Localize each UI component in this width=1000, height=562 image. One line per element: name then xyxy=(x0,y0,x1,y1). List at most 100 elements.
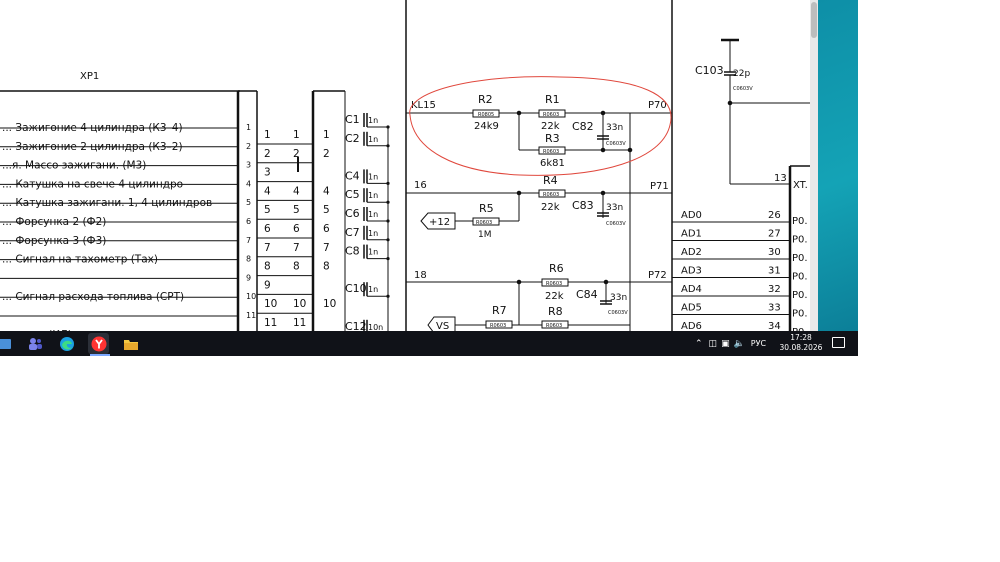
pin-label: ... Сигнал на тахометр (Тах) xyxy=(2,254,158,266)
pin-number: 7 xyxy=(246,236,251,245)
pin-number: 11 xyxy=(246,311,256,320)
filter-pin-number: 5 xyxy=(323,204,330,216)
filter-cap-value: 1n xyxy=(368,285,378,294)
c84-package: C0603V xyxy=(608,310,628,316)
yandex-browser-icon[interactable] xyxy=(88,333,109,354)
pin-number-right: 2 xyxy=(264,148,271,160)
net-vs: VS xyxy=(436,321,449,331)
address-signal-label: AD5 xyxy=(681,303,702,314)
active-app-indicator xyxy=(90,354,110,356)
pin-number: 2 xyxy=(246,142,251,151)
c82-label: C82 xyxy=(572,120,594,133)
r2-label: R2 xyxy=(478,93,493,106)
notifications-icon[interactable] xyxy=(832,337,845,348)
pin-number-right: 1 xyxy=(264,129,271,141)
filter-pin-number: 10 xyxy=(323,298,336,310)
mid-pin-number: 11 xyxy=(293,317,306,329)
system-tray: ⌃ ◫ ▣ 🔈 РУС xyxy=(695,331,766,356)
c83-package: C0603V xyxy=(606,221,626,227)
clock[interactable]: 17:28 30.08.2026 xyxy=(777,333,825,353)
xt-label: XT. xyxy=(793,180,808,191)
taskbar: ⌃ ◫ ▣ 🔈 РУС 17:28 30.08.2026 xyxy=(0,331,858,356)
annotation-ellipse xyxy=(409,76,672,176)
language-indicator[interactable]: РУС xyxy=(750,339,767,348)
address-signal-label: AD6 xyxy=(681,321,702,331)
network-icon[interactable]: ▣ xyxy=(721,338,730,349)
filter-cap-value: 1n xyxy=(368,191,378,200)
pin-number-right: 7 xyxy=(264,242,271,254)
pin-number-right: 8 xyxy=(264,261,271,273)
address-pin-number: 32 xyxy=(768,284,781,295)
pin-number: 5 xyxy=(246,198,251,207)
address-signal-label: AD2 xyxy=(681,247,702,258)
address-pin-number: 34 xyxy=(768,321,781,331)
r4-value: 22k xyxy=(541,202,560,213)
teams-icon[interactable] xyxy=(24,333,45,354)
address-pin-number: 27 xyxy=(768,229,781,240)
filter-pin-number: 4 xyxy=(323,185,330,197)
r3-package: R0603 xyxy=(543,149,559,155)
address-port-label: P0. xyxy=(792,327,808,331)
address-port-label: P0. xyxy=(792,235,808,246)
filter-cap-value: 10n xyxy=(368,323,383,331)
mid-pin-number: 2 xyxy=(293,148,300,160)
scrollbar-thumb[interactable] xyxy=(811,2,817,38)
pin-label: ... Зажигоние 2 цилиндра (К3–2) xyxy=(2,141,183,153)
net-kl15: KL15 xyxy=(411,100,436,111)
pin-number-right: 9 xyxy=(264,279,271,291)
filter-cap-label: C7 xyxy=(345,226,360,239)
xt-pin-13: 13 xyxy=(774,173,787,184)
filter-cap-value: 1n xyxy=(368,116,378,125)
volume-icon[interactable]: 🔈 xyxy=(733,338,745,349)
c83-label: C83 xyxy=(572,199,594,212)
port-p72: P72 xyxy=(648,270,667,281)
c82-value: 33n xyxy=(606,123,623,133)
kl15-divider xyxy=(406,109,672,331)
vertical-scrollbar[interactable] xyxy=(810,0,818,331)
r2-value: 24k9 xyxy=(474,121,499,132)
pin-number: 6 xyxy=(246,217,251,226)
r5-label: R5 xyxy=(479,202,494,215)
filter-cap-label: C6 xyxy=(345,207,360,220)
filter-cap-label: C2 xyxy=(345,132,360,145)
connector-xp1 xyxy=(0,90,258,331)
filter-cap-label: C8 xyxy=(345,245,360,258)
net16-divider xyxy=(406,189,672,230)
r7-label: R7 xyxy=(492,304,507,317)
edge-browser-icon[interactable] xyxy=(56,333,77,354)
pin-label: ... Форсунка 2 (Ф2) xyxy=(2,216,106,228)
clock-date: 30.08.2026 xyxy=(779,343,823,352)
address-signal-label: AD4 xyxy=(681,284,702,295)
mid-pin-number: 6 xyxy=(293,223,300,235)
tablet-icon[interactable]: ◫ xyxy=(708,338,718,349)
mid-pin-number: 10 xyxy=(293,298,306,310)
net-16: 16 xyxy=(414,180,427,191)
address-port-label: P0. xyxy=(792,290,808,301)
net-18: 18 xyxy=(414,270,427,281)
r6-value: 22k xyxy=(545,291,564,302)
file-explorer-icon[interactable] xyxy=(120,333,141,354)
taskbar-app-icon[interactable] xyxy=(0,333,15,354)
address-port-label: P0. xyxy=(792,309,808,320)
c84-value: 33n xyxy=(610,293,627,303)
c103-package: C0603V xyxy=(733,86,753,92)
filter-cap-value: 1n xyxy=(368,229,378,238)
chevron-up-icon[interactable]: ⌃ xyxy=(695,338,703,349)
address-signal-label: AD1 xyxy=(681,229,702,240)
pin-number: 9 xyxy=(246,273,251,282)
c103-symbol xyxy=(721,38,810,185)
c103-label: C103 xyxy=(695,64,724,77)
mid-pin-number: 4 xyxy=(293,185,300,197)
pin-label: ... Сигнал расхода топлива (СРТ) xyxy=(2,291,184,303)
mid-pin-number: 7 xyxy=(293,242,300,254)
clock-time: 17:28 xyxy=(790,333,812,342)
port-p71: P71 xyxy=(650,181,669,192)
c82-package: C0603V xyxy=(606,141,626,147)
r8-package: R0603 xyxy=(546,323,562,329)
c83-value: 33n xyxy=(606,203,623,213)
pin-number: 4 xyxy=(246,179,251,188)
address-pin-number: 31 xyxy=(768,266,781,277)
